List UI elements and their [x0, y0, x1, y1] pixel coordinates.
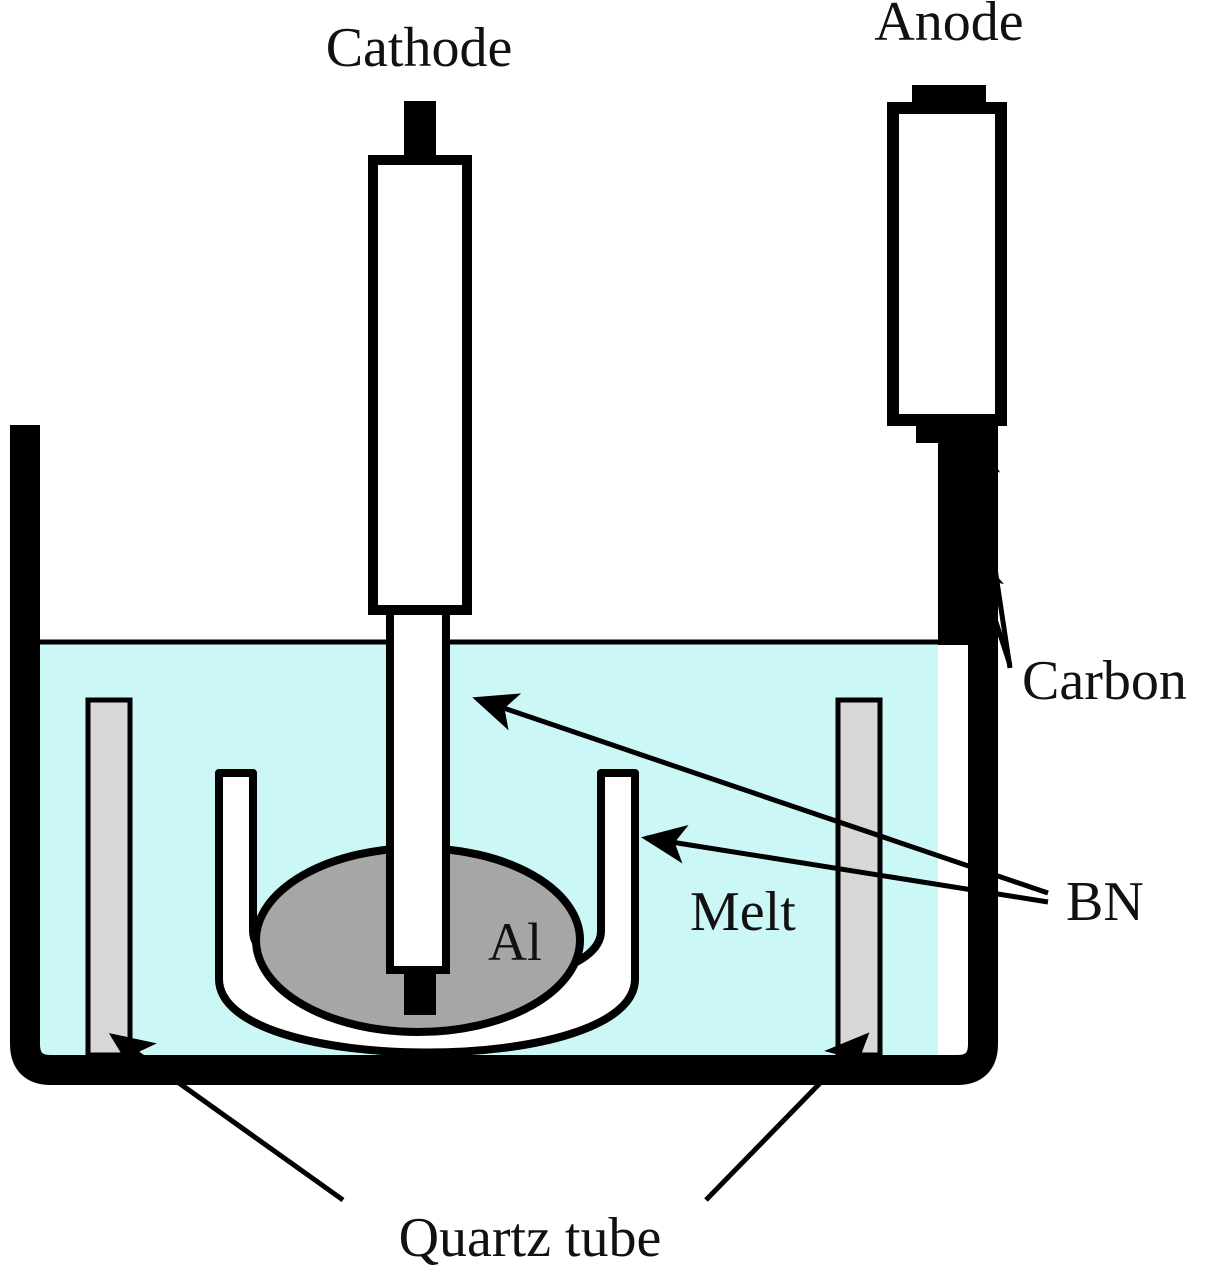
- label-carbon: Carbon: [1022, 650, 1187, 712]
- leader-line-quartz_tube-1: [108, 1033, 345, 1203]
- bn-rod-left: [85, 697, 133, 1058]
- quartz-tube-wall: [10, 425, 998, 1085]
- leader-lines: [108, 431, 1049, 1203]
- anode-top-contact: [912, 85, 986, 111]
- cathode-body: [368, 155, 472, 615]
- label-quartz-tube: Quartz tube: [399, 1207, 662, 1269]
- cathode-assembly: [368, 101, 472, 1015]
- label-anode: Anode: [874, 0, 1023, 53]
- quartz-tube: [10, 425, 998, 1085]
- label-cathode: Cathode: [326, 17, 513, 79]
- leader-line-bn-1: [472, 693, 1049, 896]
- leader-line-carbon-2: [966, 547, 1013, 666]
- label-melt: Melt: [690, 881, 796, 943]
- bn-rods: [85, 697, 883, 1058]
- leader-line-bn-2: [641, 825, 1049, 905]
- anode-carbon-rod: [938, 435, 970, 645]
- cathode-top-contact: [404, 101, 436, 163]
- label-bn: BN: [1066, 871, 1144, 933]
- anode-body: [887, 102, 1007, 426]
- bn-rod-right: [835, 697, 883, 1058]
- leader-line-quartz_tube-2: [704, 1032, 870, 1202]
- cathode-bn-sheath: [386, 601, 450, 974]
- anode-assembly: [887, 85, 1007, 645]
- label-aluminium: Al: [488, 912, 542, 972]
